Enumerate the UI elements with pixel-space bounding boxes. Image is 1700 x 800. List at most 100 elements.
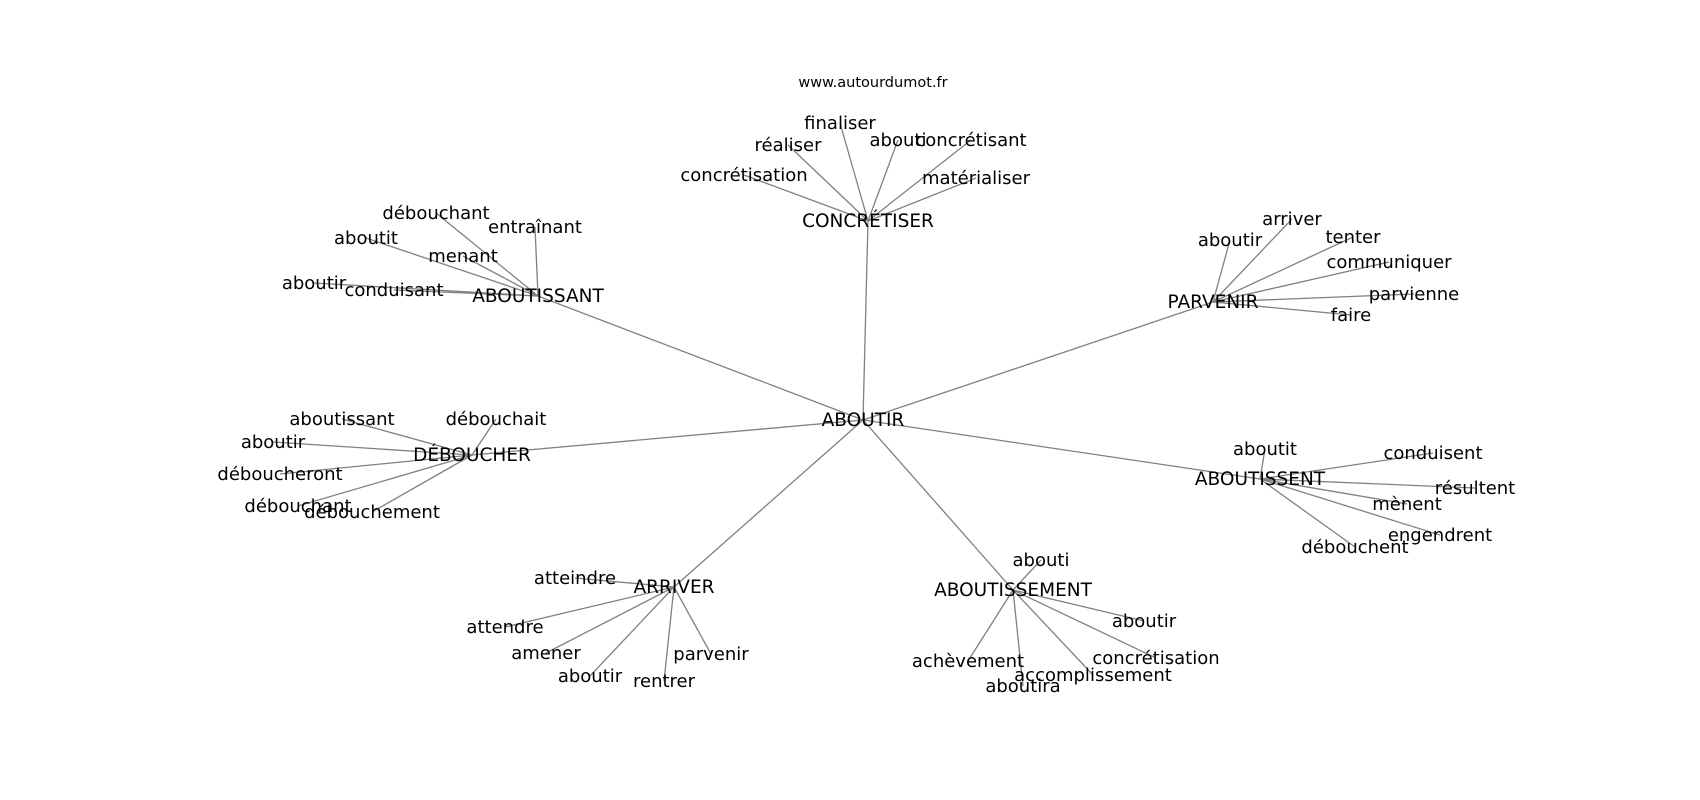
leaf-node: abouti [870,130,927,151]
edge-hub-leaf [1212,293,1415,303]
leaf-node: débouchent [1301,537,1408,558]
leaf-node: concrétisation [680,165,807,186]
edge-hub-leaf [1212,218,1293,303]
root-node: ABOUTIR [822,410,905,431]
hub-node: PARVENIR [1168,292,1259,313]
site-credit: www.autourdumot.fr [798,75,947,91]
edge-hub-leaf [787,144,869,222]
edge-hub-leaf [534,226,539,297]
leaf-node: aboutit [1233,439,1297,460]
edge-hub-leaf [839,122,869,222]
leaf-node: réaliser [755,135,823,156]
leaf-node: aboutir [282,273,347,294]
hub-node: ABOUTISSENT [1195,469,1326,490]
leaf-node: aboutir [1198,230,1263,251]
leaf-node: finaliser [804,113,876,134]
edge-hub-leaf [743,174,869,222]
edge-hub-leaf [867,139,899,222]
leaf-node: entraînant [488,217,582,238]
leaf-node: communiquer [1326,252,1452,273]
leaf-node: aboutir [558,666,623,687]
graph-edges [272,122,1476,687]
leaf-node: abouti [1013,550,1070,571]
edge-hub-leaf [1259,478,1441,536]
leaf-node: résultent [1435,478,1515,499]
leaf-node: déboucheront [217,464,342,485]
leaf-node: mènent [1372,494,1442,515]
edge-hub-leaf [435,212,539,297]
leaf-node: débouchement [304,502,440,523]
hub-node: ABOUTISSEMENT [934,580,1093,601]
leaf-node: atteindre [534,568,616,589]
edge-hub-leaf [1259,478,1408,505]
leaf-node: conduisant [344,280,443,301]
leaf-node: engendrent [1388,525,1492,546]
leaf-node: concrétisant [915,130,1026,151]
hub-node: CONCRÉTISER [802,210,934,232]
leaf-node: débouchant [244,496,351,517]
edge-hub-leaf [297,454,473,507]
leaf-node: amener [511,643,581,664]
edge-hub-leaf [462,255,539,297]
edge-hub-leaf [1012,559,1042,591]
edge-root-hub [471,419,864,456]
leaf-node: tenter [1325,227,1381,248]
edge-hub-leaf [589,586,675,677]
edge-hub-leaf [663,586,675,682]
edge-hub-leaf [341,418,473,456]
leaf-node: aboutir [241,432,306,453]
leaf-node: aboutir [1112,611,1177,632]
edge-hub-leaf [967,589,1014,662]
edge-hub-leaf [867,177,977,222]
edge-hub-leaf [1012,589,1145,622]
hub-node: ARRIVER [633,577,714,598]
edge-hub-leaf [504,586,675,628]
edge-hub-leaf [272,441,473,456]
leaf-node: accomplissement [1014,665,1172,686]
edge-hub-leaf [1259,452,1434,480]
leaf-node: achèvement [912,651,1024,672]
edge-root-hub [862,419,1261,480]
edge-hub-leaf [673,586,712,655]
edge-hub-leaf [371,454,473,513]
leaf-node: débouchant [382,203,489,224]
leaf-node: parvenir [673,644,749,665]
leaf-node: matérialiser [922,168,1031,189]
edge-hub-leaf [471,418,497,456]
edge-root-hub [537,295,864,421]
leaf-node: aboutit [334,228,398,249]
edge-hub-leaf [1012,589,1094,676]
leaf-node: arriver [1262,209,1322,230]
hub-node: ABOUTISSANT [472,286,604,307]
leaf-node: concrétisation [1092,648,1219,669]
edge-root-hub [862,220,869,421]
edge-hub-leaf [1012,589,1157,659]
leaf-node: attendre [466,617,543,638]
edge-hub-leaf [1012,589,1024,687]
edge-root-hub [862,419,1014,591]
leaf-node: rentrer [633,671,696,692]
edge-hub-leaf [1212,301,1352,316]
leaf-node: conduisent [1383,443,1482,464]
edge-hub-leaf [365,237,539,297]
leaf-node: faire [1331,305,1371,326]
edge-hub-leaf [867,139,972,222]
edge-root-hub [673,419,864,588]
hub-node: DÉBOUCHER [413,444,531,466]
edge-hub-leaf [1212,261,1390,303]
leaf-node: débouchait [446,409,547,430]
edge-hub-leaf [393,289,539,297]
edge-hub-leaf [1259,478,1356,548]
edge-root-hub [862,301,1214,421]
edge-hub-leaf [279,454,473,475]
edge-hub-leaf [1212,239,1231,303]
leaf-node: aboutira [985,676,1060,697]
edge-hub-leaf [1259,478,1476,489]
edge-hub-leaf [545,586,675,654]
edge-hub-leaf [1259,448,1266,480]
leaf-node: menant [428,246,498,267]
edge-hub-leaf [574,577,675,588]
edge-hub-leaf [1212,236,1354,303]
